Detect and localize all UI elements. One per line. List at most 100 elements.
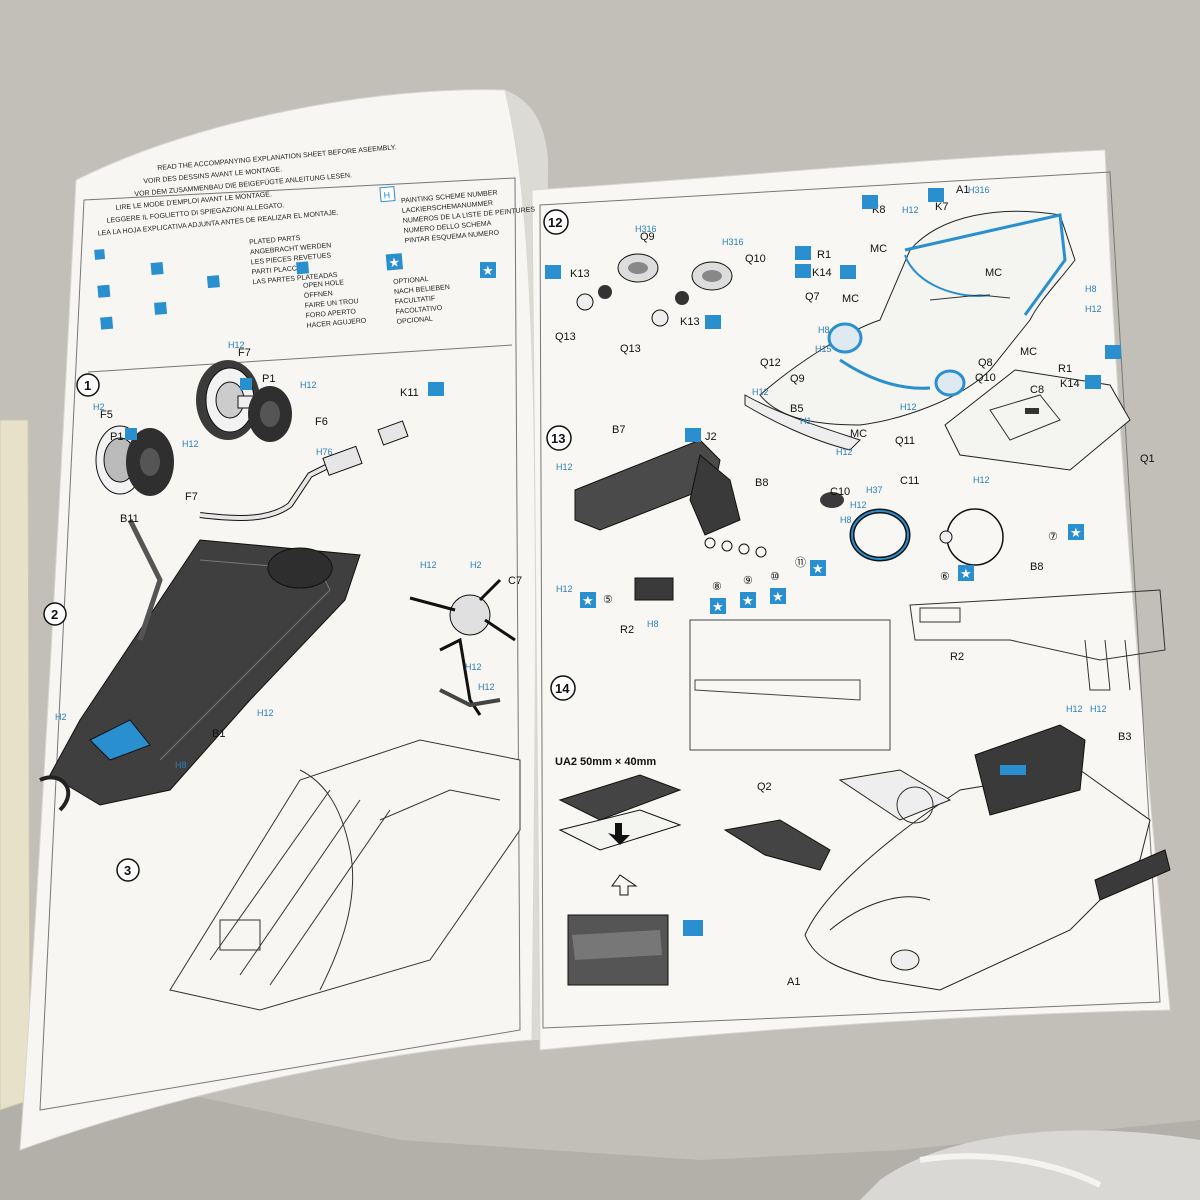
svg-text:B3: B3: [1118, 731, 1131, 743]
svg-text:Q10: Q10: [745, 253, 766, 265]
svg-text:MC: MC: [850, 428, 867, 440]
svg-text:★: ★: [960, 567, 972, 582]
svg-text:Q13: Q13: [555, 331, 576, 343]
svg-text:C10: C10: [830, 486, 850, 498]
svg-text:H8: H8: [840, 515, 852, 525]
svg-text:★: ★: [712, 600, 724, 615]
svg-text:FORO APERTO: FORO APERTO: [305, 308, 356, 319]
left-paint-labels: H12 H12 H2 H12 H76 H12 H2 H2 H8 H12 H12 …: [55, 340, 495, 770]
optional-star-icons: ★ ★ ★ ★ ★ ★ ★ ★: [480, 262, 1084, 615]
svg-text:FACOLTATIVO: FACOLTATIVO: [395, 305, 443, 316]
svg-text:H2: H2: [93, 402, 105, 412]
svg-text:H12: H12: [900, 402, 917, 412]
svg-text:B8: B8: [755, 477, 768, 489]
suspension-part: [409, 578, 516, 716]
svg-text:H2: H2: [55, 712, 67, 722]
svg-text:Q7: Q7: [805, 291, 820, 303]
svg-text:H12: H12: [1090, 704, 1107, 714]
svg-text:PARTI PLACCATI: PARTI PLACCATI: [251, 264, 307, 276]
svg-text:H12: H12: [420, 560, 437, 570]
svg-text:H12: H12: [257, 708, 274, 718]
svg-text:3: 3: [124, 863, 131, 878]
chassis-part: [39, 518, 361, 812]
transfer-icons: [545, 188, 1121, 442]
svg-text:B5: B5: [790, 403, 803, 415]
svg-text:C7: C7: [508, 575, 522, 587]
svg-text:H12: H12: [465, 662, 482, 672]
svg-text:Q12: Q12: [760, 357, 781, 369]
svg-text:H12: H12: [182, 439, 199, 449]
svg-text:F7: F7: [238, 347, 251, 359]
svg-text:H76: H76: [316, 447, 333, 457]
hole-legend: OPEN HOLE ÖFFNEN FAIRE UN TROU FORO APER…: [296, 261, 367, 330]
svg-text:⑧: ⑧: [712, 581, 722, 593]
svg-text:MC: MC: [985, 267, 1002, 279]
door-panel: [974, 724, 1171, 901]
svg-text:H12: H12: [850, 500, 867, 510]
svg-text:K7: K7: [935, 201, 948, 213]
step-3: 3: [116, 858, 140, 882]
svg-text:⑦: ⑦: [1048, 531, 1058, 543]
exhaust-part: [199, 420, 409, 521]
right-part-labels: K13 Q9 Q10 Q13 Q13 K13 K8 K7 A1 R1 K14 M…: [555, 184, 1155, 988]
svg-text:H316: H316: [722, 237, 744, 247]
svg-text:14: 14: [555, 681, 570, 696]
svg-text:H12: H12: [556, 462, 573, 472]
svg-text:⑪: ⑪: [795, 556, 806, 569]
svg-text:R1: R1: [817, 249, 831, 261]
svg-text:P1: P1: [262, 373, 275, 385]
svg-text:FACULTATIF: FACULTATIF: [395, 295, 436, 305]
car-body-top: [759, 210, 1076, 426]
chrome-icon: [240, 378, 252, 390]
bumper-part: [744, 394, 861, 451]
svg-text:H316: H316: [635, 224, 657, 234]
step-12: 12: [543, 209, 569, 235]
svg-text:B11: B11: [120, 513, 139, 525]
carbon-decal: [558, 774, 703, 986]
svg-text:H12: H12: [902, 205, 919, 215]
svg-text:R1: R1: [1058, 363, 1072, 375]
svg-text:H12: H12: [1066, 704, 1083, 714]
svg-text:2: 2: [51, 607, 58, 622]
svg-text:H8: H8: [647, 619, 659, 629]
svg-text:K14: K14: [812, 267, 832, 279]
svg-text:OPCIONAL: OPCIONAL: [396, 316, 433, 326]
svg-text:⑨: ⑨: [743, 575, 753, 587]
svg-text:H12: H12: [556, 584, 573, 594]
svg-text:⑤: ⑤: [603, 594, 613, 606]
step-14: 14: [550, 675, 576, 701]
svg-text:Q11: Q11: [895, 435, 915, 447]
svg-text:H15: H15: [815, 344, 832, 354]
svg-text:MC: MC: [870, 243, 887, 255]
svg-text:MC: MC: [1020, 346, 1037, 358]
lower-chassis: [169, 739, 521, 1011]
seat-rail-part: [723, 819, 831, 871]
svg-text:★: ★: [772, 590, 784, 605]
svg-text:H12: H12: [973, 475, 990, 485]
svg-text:K13: K13: [570, 268, 590, 280]
headlight-parts: [576, 253, 733, 327]
svg-text:Q9: Q9: [790, 373, 805, 385]
step-2: 2: [43, 602, 67, 626]
svg-text:H8: H8: [1085, 284, 1097, 294]
svg-text:K14: K14: [1060, 378, 1080, 390]
svg-text:★: ★: [482, 264, 494, 279]
optional-legend: ★ OPTIONAL NACH BELIEBEN FACULTATIF FACO…: [385, 253, 450, 326]
svg-text:B7: B7: [612, 424, 625, 436]
svg-text:★: ★: [742, 594, 754, 609]
svg-text:P1: P1: [110, 431, 123, 443]
svg-text:★: ★: [582, 594, 594, 609]
left-blue-icons: [125, 378, 444, 440]
svg-text:F7: F7: [185, 491, 198, 503]
svg-text:OPTIONAL: OPTIONAL: [393, 276, 429, 286]
svg-text:Q10: Q10: [975, 372, 996, 384]
svg-text:H8: H8: [175, 760, 187, 770]
svg-text:OPEN HOLE: OPEN HOLE: [303, 279, 345, 290]
svg-text:H12: H12: [752, 387, 769, 397]
svg-text:Q8: Q8: [978, 357, 993, 369]
svg-text:H12: H12: [300, 380, 317, 390]
svg-text:ÖFFNEN: ÖFFNEN: [304, 289, 333, 299]
svg-text:NACH BELIEBEN: NACH BELIEBEN: [394, 284, 450, 296]
svg-text:H12: H12: [1085, 304, 1102, 314]
svg-text:H316: H316: [968, 185, 990, 195]
